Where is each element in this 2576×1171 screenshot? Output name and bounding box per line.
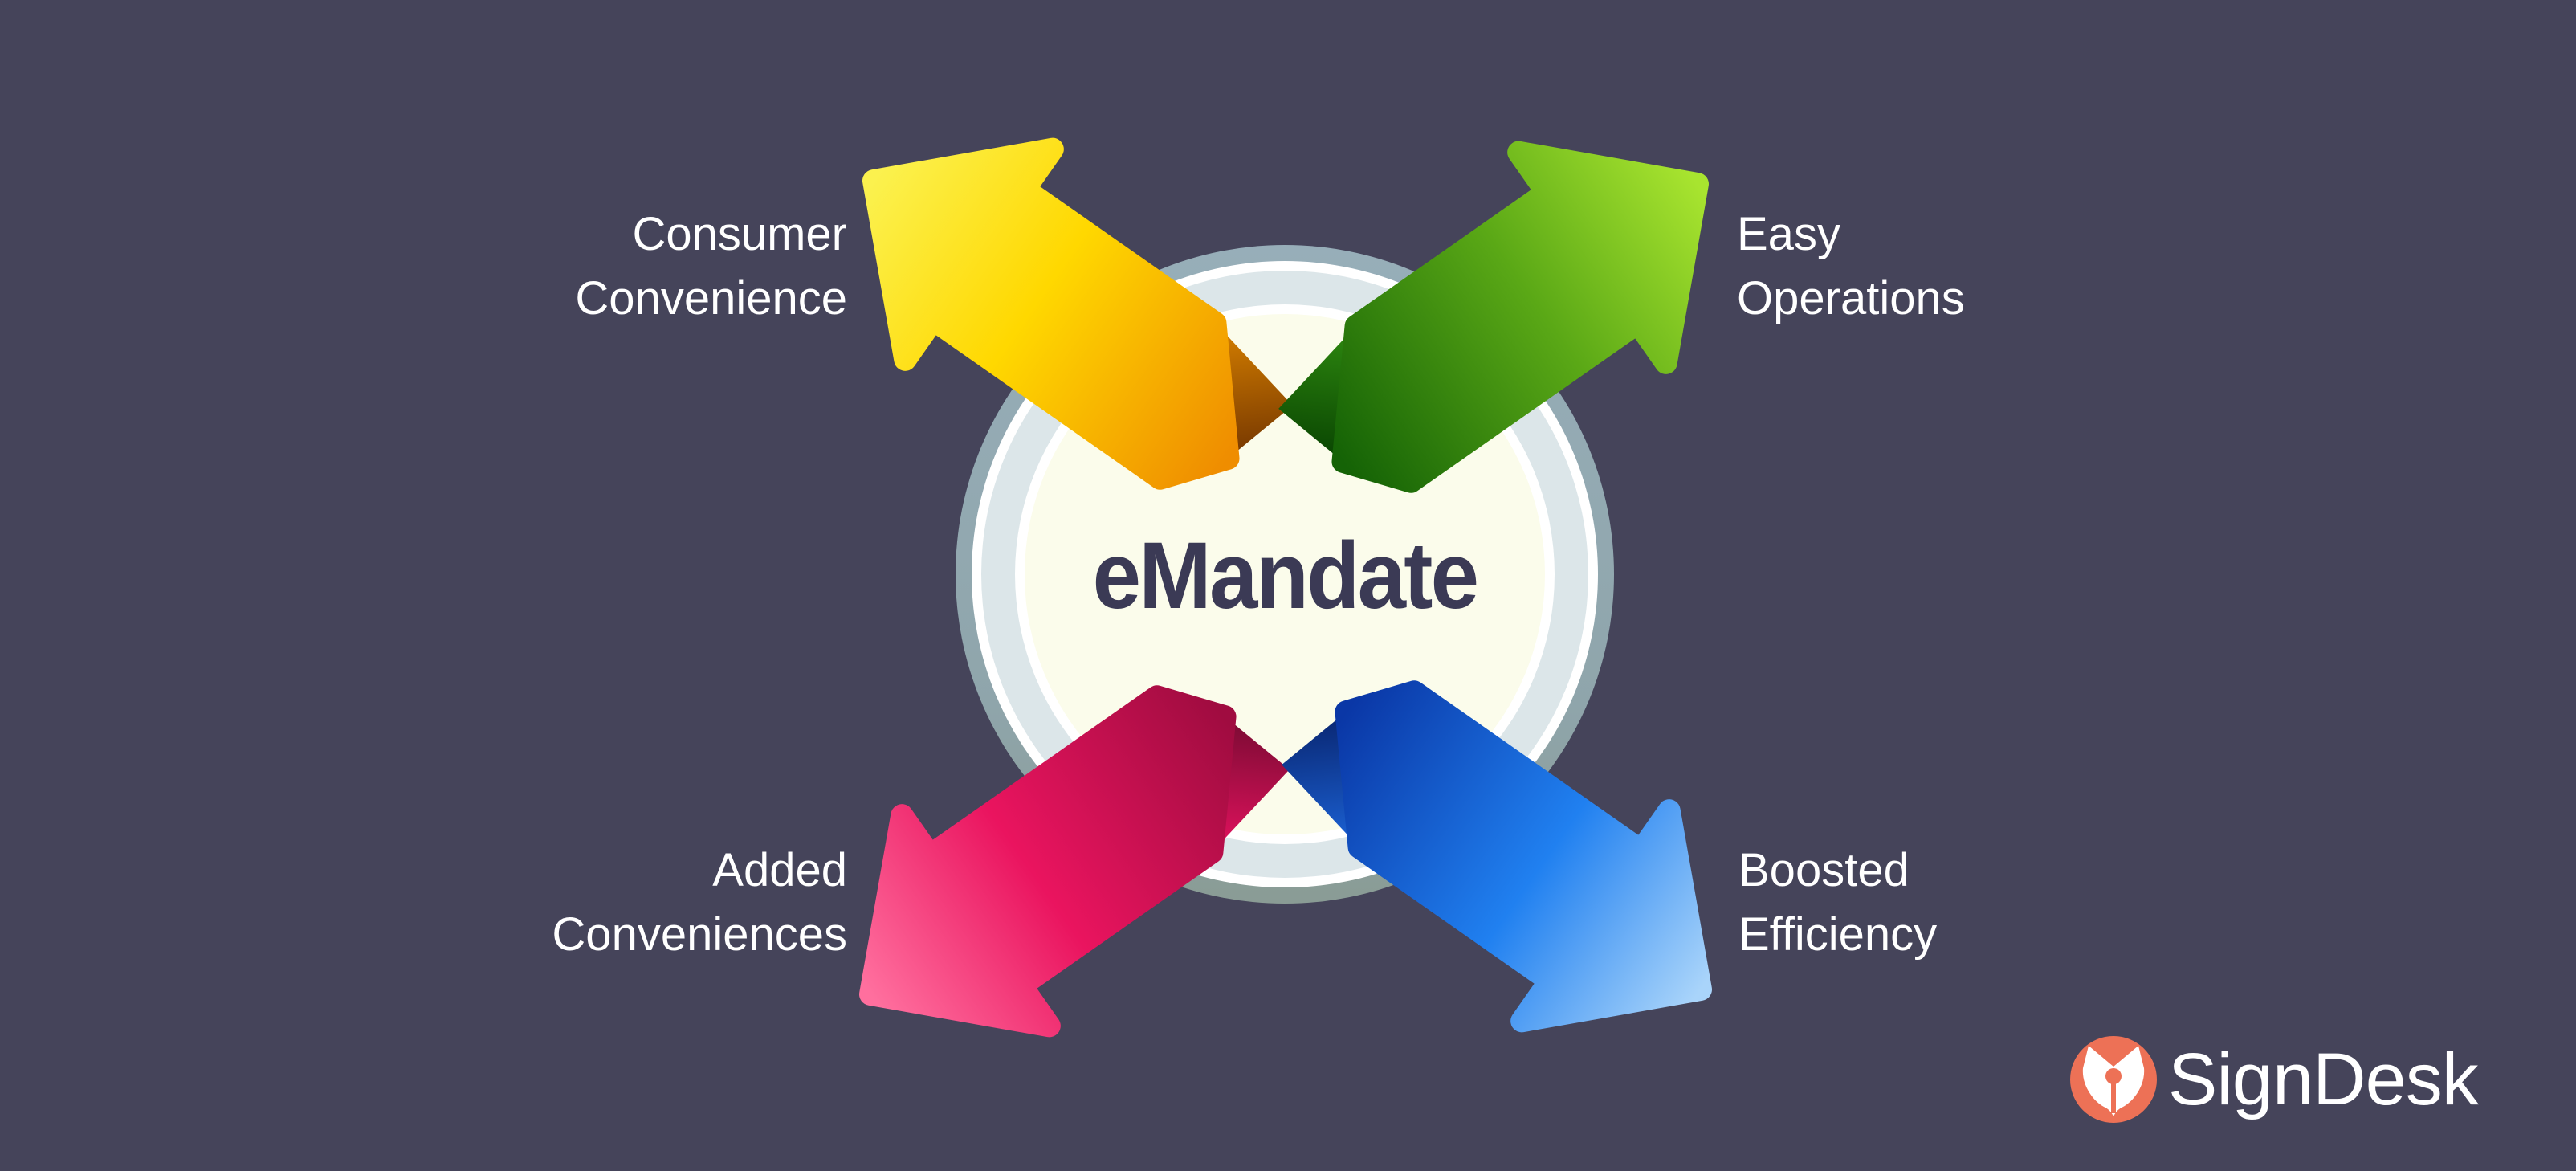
label-line: Convenience [575, 272, 847, 324]
center-title: eMandate [1092, 523, 1479, 629]
label-easy-operations: Easy Operations [1737, 202, 1965, 331]
logo-badge [2070, 1036, 2157, 1123]
label-line: Added [712, 844, 847, 896]
pen-nib-icon [2082, 1046, 2145, 1116]
arrow-consumer-convenience [862, 137, 1293, 490]
label-line: Easy [1737, 208, 1840, 260]
label-line: Efficiency [1738, 908, 1938, 961]
arrow-added-conveniences [859, 685, 1290, 1038]
arrow-shape-pink [859, 685, 1237, 1038]
label-added-conveniences: Added Conveniences [552, 838, 847, 967]
arrow-shape-blue [1335, 680, 1712, 1033]
arrow-easy-operations [1278, 141, 1709, 493]
arrow-shape-yellow [862, 137, 1240, 490]
signdesk-logo: SignDesk [2070, 1036, 2479, 1123]
label-line: Operations [1737, 272, 1965, 324]
label-line: Consumer [632, 208, 847, 260]
label-line: Conveniences [552, 908, 847, 961]
label-consumer-convenience: Consumer Convenience [575, 202, 847, 331]
label-line: Boosted [1738, 844, 1910, 896]
label-boosted-efficiency: Boosted Efficiency [1738, 838, 1937, 967]
logo-wordmark: SignDesk [2168, 1038, 2479, 1120]
arrow-boosted-efficiency [1282, 680, 1712, 1033]
arrow-shape-green [1331, 141, 1709, 493]
